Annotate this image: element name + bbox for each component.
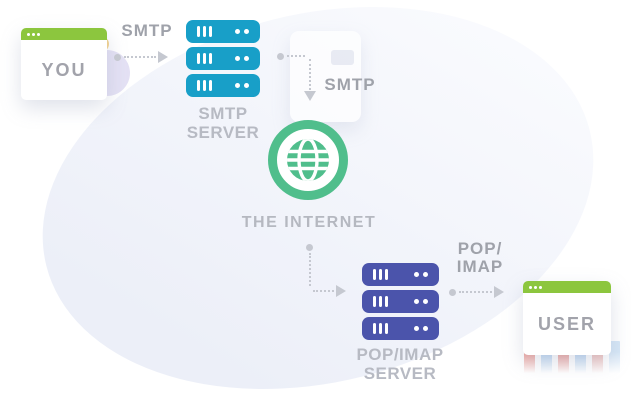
server-unit <box>186 74 260 97</box>
server-unit <box>186 20 260 43</box>
globe-icon <box>287 139 329 181</box>
server-lights-icon <box>235 56 249 61</box>
you-window-titlebar <box>21 28 107 40</box>
user-window-titlebar <box>523 281 611 293</box>
arrow-dotted-line <box>124 56 156 58</box>
smtp-edge-label: SMTP <box>324 75 376 94</box>
pop-imap-server-icon <box>362 263 439 340</box>
arrow-dotted-line <box>287 55 305 57</box>
user-browser-window: USER <box>523 281 611 355</box>
internet-globe-icon <box>268 120 348 200</box>
titlebar-dot-icon <box>27 32 30 36</box>
arrow-start-dot <box>449 289 456 296</box>
arrow-right-head <box>158 51 168 63</box>
server-unit <box>362 263 439 286</box>
arrow-right-head <box>336 285 346 297</box>
titlebar-dot-icon <box>32 32 35 36</box>
server-unit <box>362 317 439 340</box>
server-vents-icon <box>197 80 212 91</box>
smtp-server-icon <box>186 20 260 97</box>
titlebar-dot-icon <box>529 285 532 289</box>
server-lights-icon <box>414 272 428 277</box>
pop-imap-edge-label: POP/ IMAP <box>456 239 504 276</box>
server-unit <box>362 290 439 313</box>
user-label: USER <box>537 313 596 334</box>
arrow-dotted-line <box>459 291 492 293</box>
arrow-down-head <box>304 91 316 101</box>
arrow-dotted-line <box>313 290 334 292</box>
arrow-dotted-line <box>309 253 311 286</box>
smtp-server-caption: SMTP SERVER <box>186 104 260 142</box>
you-browser-window: YOU <box>21 28 107 100</box>
smtp-edge-label: SMTP <box>121 21 173 40</box>
you-label: YOU <box>41 59 87 80</box>
arrow-start-dot <box>114 54 121 61</box>
titlebar-dot-icon <box>539 285 542 289</box>
server-vents-icon <box>373 323 388 334</box>
server-lights-icon <box>414 326 428 331</box>
server-unit <box>186 47 260 70</box>
arrow-right-head <box>494 286 504 298</box>
server-lights-icon <box>235 29 249 34</box>
arrow-start-dot <box>277 53 284 60</box>
titlebar-dot-icon <box>534 285 537 289</box>
server-vents-icon <box>373 269 388 280</box>
internet-caption: THE INTERNET <box>241 214 377 231</box>
arrow-dotted-line <box>309 59 311 90</box>
server-vents-icon <box>197 26 212 37</box>
device-card-chip <box>331 50 354 65</box>
server-vents-icon <box>197 53 212 64</box>
titlebar-dot-icon <box>37 32 40 36</box>
server-vents-icon <box>373 296 388 307</box>
faint-device-card <box>290 31 361 122</box>
pop-imap-server-caption: POP/IMAP SERVER <box>356 345 444 383</box>
server-lights-icon <box>235 83 249 88</box>
server-lights-icon <box>414 299 428 304</box>
arrow-start-dot <box>306 244 313 251</box>
